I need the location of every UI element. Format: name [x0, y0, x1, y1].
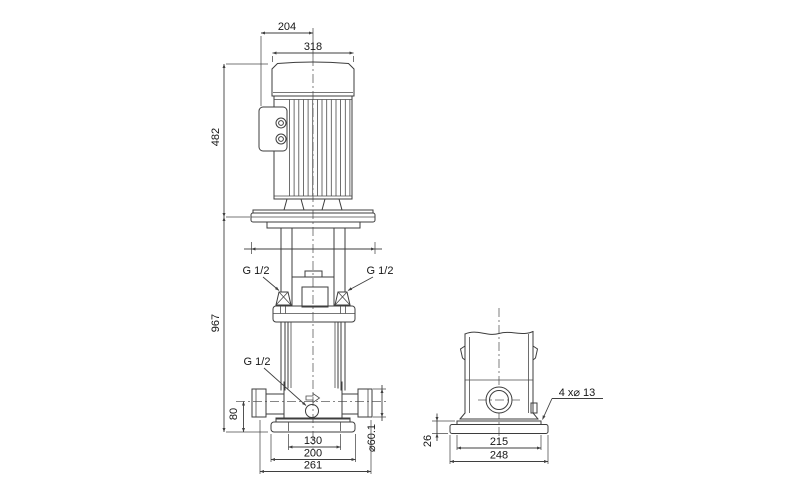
- dim-80: 80: [228, 408, 240, 420]
- clip-left: [459, 345, 466, 362]
- dim-215: 215: [490, 436, 508, 448]
- dim-261: 261: [304, 460, 322, 472]
- cable-gland-top: [275, 117, 287, 129]
- front-view: 204 318 482 967 80: [210, 21, 393, 474]
- break-line: [464, 330, 534, 335]
- g12-drain-label: G 1/2: [244, 356, 271, 368]
- side-view: 26 215 248 4 x⌀ 13: [422, 308, 603, 464]
- dim-215-group: 215: [456, 435, 542, 450]
- pump-foot-casting: [251, 381, 373, 420]
- dim-130: 130: [304, 435, 322, 447]
- drain-plug: [305, 404, 319, 418]
- clip-right: [532, 345, 539, 362]
- dim-248-group: 248: [449, 435, 549, 464]
- pump-head: [272, 270, 356, 323]
- g12-top-left-group: G 1/2: [243, 265, 280, 291]
- dim-967: 967: [210, 314, 222, 332]
- side-tab: [530, 402, 538, 414]
- nameplate: [301, 286, 329, 308]
- dim-26-group: 26: [422, 413, 455, 447]
- dim-204: 204: [278, 21, 296, 33]
- motor-body: [273, 95, 353, 200]
- side-base-plate: [449, 420, 549, 434]
- dim-port-diameter-group: ⌀60.1: [366, 385, 386, 452]
- dim-261-group: 261: [259, 420, 372, 474]
- motor-fan-cover: [271, 61, 355, 97]
- dim-80-group: 80: [228, 401, 245, 433]
- discharge-port: [341, 388, 373, 418]
- dim-248: 248: [490, 450, 508, 462]
- plug-right: [334, 291, 351, 306]
- motor-fins: [289, 99, 351, 196]
- bolt-holes-label: 4 x⌀ 13: [559, 387, 596, 399]
- g12-drain-group: G 1/2: [244, 356, 307, 406]
- dim-130-group: 130: [288, 434, 341, 450]
- dim-482-group: 482: [210, 63, 268, 218]
- g12-top-left-label: G 1/2: [243, 265, 270, 277]
- dim-200: 200: [304, 448, 322, 460]
- side-port-circle: [478, 386, 520, 414]
- g12-top-right-label: G 1/2: [367, 265, 394, 277]
- dim-port-diameter: ⌀60.1: [366, 424, 378, 452]
- plug-left: [275, 291, 292, 306]
- dim-stool-width-group: [244, 242, 382, 254]
- g12-top-right-group: G 1/2: [347, 265, 394, 291]
- side-sleeve: [459, 330, 539, 420]
- head-tab: [304, 270, 323, 278]
- terminal-box: [258, 106, 288, 152]
- motor-stool-flange: [250, 209, 376, 229]
- suction-port: [251, 388, 285, 418]
- chamber-sleeve: [287, 321, 339, 389]
- flow-direction-arrow: [305, 392, 321, 404]
- stool-legs: [280, 227, 346, 292]
- cable-gland-bottom: [275, 133, 287, 145]
- dim-200-group: 200: [270, 434, 356, 462]
- base-plate-front: [270, 417, 356, 433]
- dim-967-group: 967: [210, 216, 268, 433]
- head-flange: [272, 305, 356, 323]
- chamber-stack: [280, 321, 346, 391]
- dim-482: 482: [210, 128, 222, 146]
- dim-318-group: 318: [272, 41, 354, 62]
- dim-26: 26: [422, 435, 434, 447]
- dim-318: 318: [304, 41, 322, 53]
- bolt-holes-callout-group: 4 x⌀ 13: [542, 387, 603, 420]
- dim-204-group: 204: [260, 21, 314, 106]
